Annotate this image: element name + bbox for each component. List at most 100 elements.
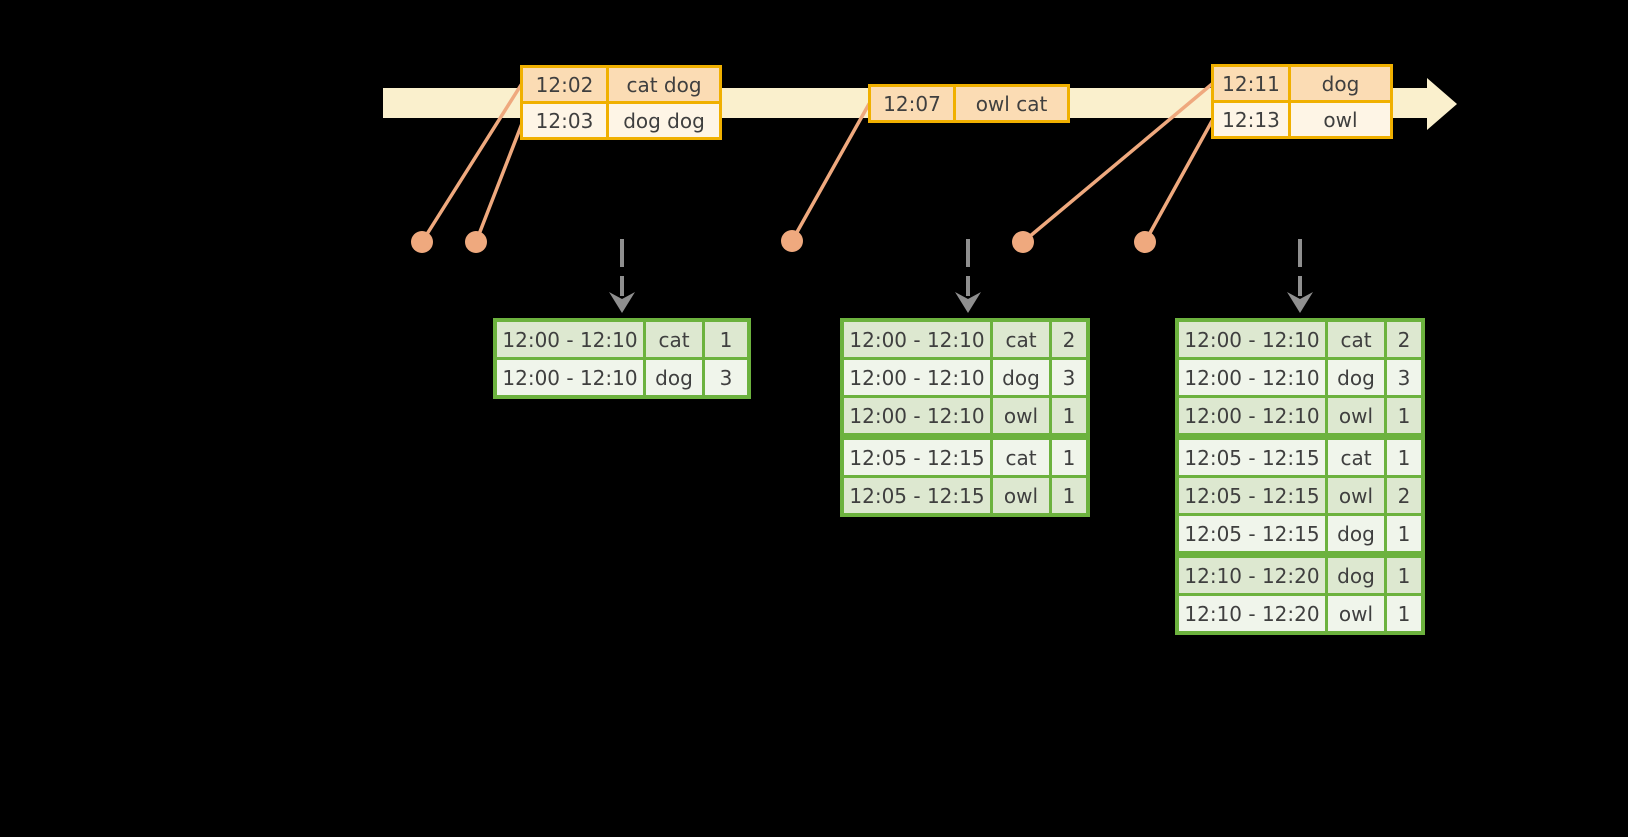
event-connector-line [1021,82,1214,244]
window-cell: 12:00 - 12:10 [1179,398,1325,433]
event-words-cell: owl [1291,103,1390,136]
window-cell: 12:00 - 12:10 [1179,360,1325,395]
word-cell: owl [1328,478,1384,513]
count-cell: 1 [1387,440,1421,475]
count-cell: 3 [705,360,747,395]
event-dot [465,231,487,253]
count-cell: 2 [1052,322,1086,357]
event-time-cell: 12:03 [523,104,606,137]
window-cell: 12:10 - 12:20 [1179,558,1325,593]
word-cell: dog [1328,360,1384,395]
word-cell: cat [1328,322,1384,357]
window-cell: 12:05 - 12:15 [1179,440,1325,475]
word-cell: owl [993,398,1049,433]
count-cell: 3 [1387,360,1421,395]
word-cell: cat [993,322,1049,357]
event-words-cell: dog [1291,67,1390,100]
event-connector-line [1143,119,1214,244]
window-cell: 12:00 - 12:10 [844,322,990,357]
count-cell: 1 [705,322,747,357]
event-dot [1134,231,1156,253]
trigger-arrow-icon [955,239,981,313]
event-time-cell: 12:11 [1214,67,1288,100]
event-connector-line [790,102,871,243]
event-time-cell: 12:02 [523,68,606,101]
count-cell: 2 [1387,322,1421,357]
window-cell: 12:00 - 12:10 [497,360,643,395]
word-cell: owl [993,478,1049,513]
word-cell: dog [646,360,702,395]
event-words-cell: dog dog [609,104,719,137]
trigger-arrow-icon [609,239,635,313]
count-cell: 1 [1387,516,1421,551]
word-cell: dog [993,360,1049,395]
event-connector-line [474,119,525,244]
window-cell: 12:05 - 12:15 [844,440,990,475]
count-cell: 1 [1052,398,1086,433]
event-words-cell: cat dog [609,68,719,101]
word-cell: dog [1328,516,1384,551]
window-cell: 12:05 - 12:15 [844,478,990,513]
event-dot [1012,231,1034,253]
word-cell: cat [993,440,1049,475]
count-cell: 1 [1387,398,1421,433]
window-cell: 12:10 - 12:20 [1179,596,1325,631]
event-words-cell: owl cat [956,87,1067,120]
count-cell: 1 [1387,558,1421,593]
word-cell: cat [1328,440,1384,475]
window-cell: 12:00 - 12:10 [497,322,643,357]
window-cell: 12:00 - 12:10 [844,398,990,433]
event-time-cell: 12:13 [1214,103,1288,136]
word-cell: cat [646,322,702,357]
trigger-arrow-icon [1287,239,1313,313]
count-cell: 3 [1052,360,1086,395]
count-cell: 1 [1052,478,1086,513]
count-cell: 1 [1387,596,1421,631]
window-cell: 12:00 - 12:10 [1179,322,1325,357]
event-time-cell: 12:07 [871,87,953,120]
word-cell: owl [1328,398,1384,433]
event-connector-line [420,83,523,244]
word-cell: owl [1328,596,1384,631]
event-dot [781,230,803,252]
window-cell: 12:00 - 12:10 [844,360,990,395]
window-cell: 12:05 - 12:15 [1179,516,1325,551]
count-cell: 1 [1052,440,1086,475]
window-cell: 12:05 - 12:15 [1179,478,1325,513]
event-dot [411,231,433,253]
word-cell: dog [1328,558,1384,593]
timeline-arrowhead-icon [1427,78,1457,130]
count-cell: 2 [1387,478,1421,513]
